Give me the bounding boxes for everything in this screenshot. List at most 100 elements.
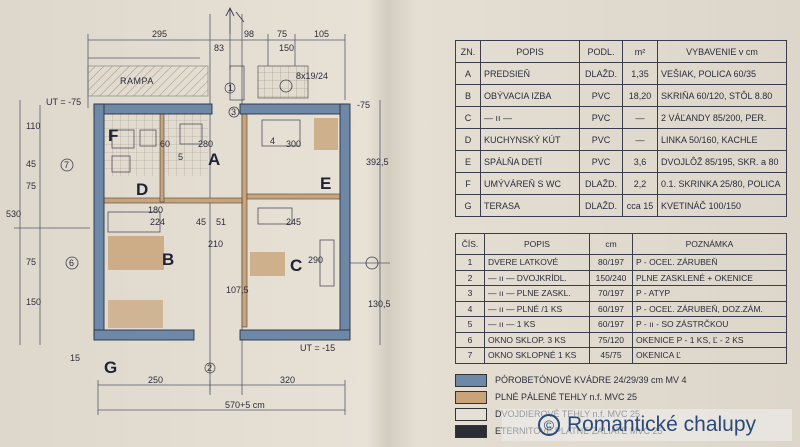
dim-top-4: 105 [314,29,330,39]
axis-mark-3: 3 [231,107,237,117]
room-cell: PVC [579,84,623,107]
dim-int-107: 107,5 [226,285,249,295]
door-cell: 1 [455,254,485,271]
room-cell: D [455,128,481,151]
col-cis: ČÍS. [455,233,485,255]
room-cell: PVC [579,106,623,129]
door-cell: P - ıı - SO ZÁSTRČKOU [632,316,787,333]
col-zn: ZN. [455,40,481,63]
floor-plan-svg [14,6,390,415]
door-cell: 2 [455,269,485,286]
room-d-label: D [136,180,149,199]
dim-int-224: 224 [150,217,166,227]
room-cell: PVC [579,150,623,173]
dim-int-290: 290 [308,255,324,265]
dim-steps: 8x19/24 [296,71,329,81]
room-cell: KVETINÁČ 100/150 [657,194,787,217]
door-cell: 5 [455,316,485,333]
room-cell: DLAŽD. [579,62,623,85]
door-window-header: ČÍS. POPIS cm POZNÁMKA [455,233,787,255]
room-c-label: C [290,256,303,275]
room-e-label: E [320,174,332,193]
room-cell: SKRIŇA 60/120, STÔL 8.80 [657,84,787,107]
door-cell: PLNE ZASKLENÉ + OKENICE [632,269,787,286]
room-cell: — [622,128,658,151]
dim-left-2: 45 [26,159,37,169]
axis-mark-6: 6 [69,258,75,268]
door-cell: OKENICA Ľ [632,347,787,364]
room-cell: PREDSIEŇ [480,62,580,85]
dim-top-2: 98 [244,29,255,39]
door-cell: P - ATYP [632,285,787,302]
dim-small-top-1: 83 [214,43,225,53]
door-cell: OKENICE P - 1 KS, Ľ - 2 KS [632,331,787,348]
axis-mark-2: 2 [207,363,213,373]
room-g-label: G [104,358,118,377]
dim-int-300: 300 [286,139,302,149]
room-cell: — [622,106,658,129]
col-vybavenie: VYBAVENIE v cm [657,40,787,63]
col-podl: PODL. [579,40,623,63]
room-cell: B [455,84,481,107]
col-cm: cm [589,233,633,255]
door-cell: 60/197 [589,300,633,317]
room-cell: TERASA [480,194,580,217]
room-cell: 18,20 [622,84,658,107]
axis-mark-4: 4 [270,136,276,146]
legend-swatch [455,373,487,387]
door-cell: 70/197 [589,285,633,302]
door-cell: OKNO SKLOP. 3 KS [484,331,590,348]
room-cell: 1,35 [622,62,658,85]
axis-mark-5: 5 [178,152,184,162]
ut-left-label: UT = -75 [46,97,82,107]
room-cell: DVOJLÔŽ 85/195, SKR. a 80 [657,150,787,173]
room-cell: 2,2 [622,172,658,195]
dim-bottom-2: 320 [280,375,296,385]
dim-int-280: 280 [198,139,214,149]
room-cell: E [455,150,481,173]
dim-bottom-total: 570+5 cm [225,400,265,410]
dim-int-60: 60 [160,139,171,149]
legend-text: PLNÉ PÁLENÉ TEHLY n.f. MVC 25 [495,392,638,402]
room-cell: cca 15 [622,194,658,217]
col-popis: POPIS [480,40,580,63]
dim-right-3: 15 [70,353,81,363]
ut-right-label: -75 [357,100,371,110]
axis-mark-7: 7 [64,160,70,170]
room-cell: UMÝVÁREŇ S WC [480,172,580,195]
room-row: C— ıı —PVC—2 VÁĽANDY 85/200, PER. [455,106,787,129]
axis-mark-1: 1 [228,83,234,93]
room-schedule-header: ZN. POPIS PODL. m² VYBAVENIE v cm [455,40,787,63]
dim-int-210: 210 [208,239,224,249]
door-cell: 80/197 [589,254,633,271]
dim-left-total: 530 [6,209,22,219]
dim-left-3: 75 [26,257,37,267]
dim-int-245: 245 [286,217,302,227]
dim-left-1: 110 [26,121,41,131]
dim-left-5: 75 [26,181,37,191]
room-cell: SPÁLŇA DETÍ [480,150,580,173]
door-cell: — ıı — DVOJKRÍDL. [484,269,590,286]
dim-top-1: 295 [152,29,168,39]
ut-bottom-label: UT = -15 [300,343,336,353]
dim-right-2: 130,5 [368,299,391,309]
legend-swatch [455,407,487,421]
room-cell: LINKA 50/160, KACHLE [657,128,787,151]
room-cell: G [455,194,481,217]
room-b-label: B [162,250,175,269]
room-a-label: A [208,150,221,169]
